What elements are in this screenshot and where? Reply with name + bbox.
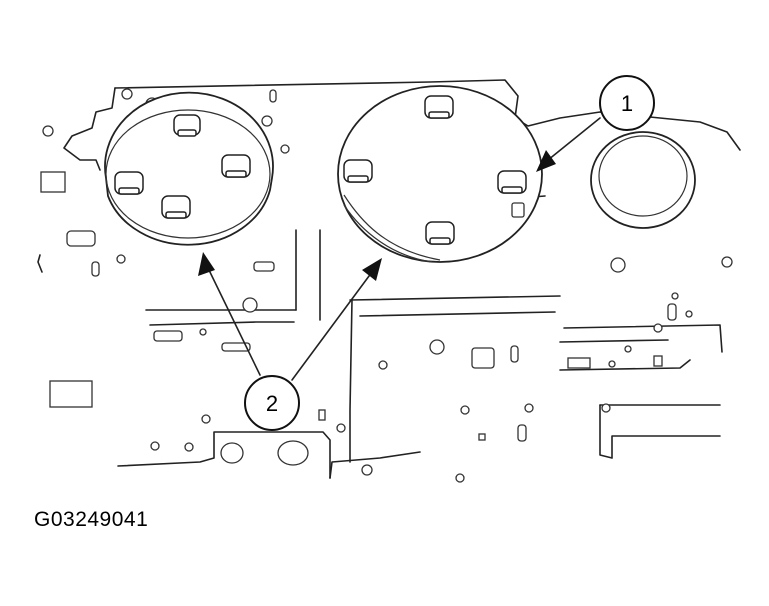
figure-id-label: G03249041 [34,508,149,531]
left-cover-plate [104,91,274,246]
bolt-head [161,195,191,219]
pump-boss [590,131,696,229]
bolt-head [221,154,251,178]
callout-2: 2 [198,252,382,431]
callout-1-label: 1 [621,91,633,116]
arrowhead-2b [362,258,382,281]
arrowhead-2a [198,252,215,276]
bolt-head [173,114,201,137]
arrowhead-1 [536,150,556,172]
callout-1: 1 [536,75,655,172]
bolt-head [343,159,373,183]
callout-2-label: 2 [266,391,278,416]
bolt-head [497,170,527,194]
valve-body-outline [37,79,741,479]
bolt-head [424,95,454,119]
bolt-head [114,171,144,195]
right-cover-plate [337,85,543,263]
bolt-head [425,221,455,245]
